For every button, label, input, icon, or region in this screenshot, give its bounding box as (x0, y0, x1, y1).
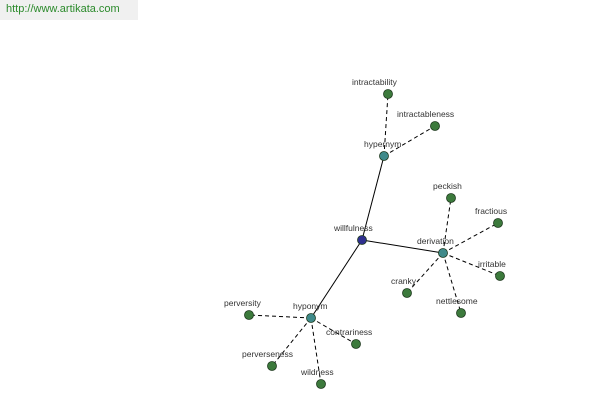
source-url[interactable]: http://www.artikata.com (0, 0, 138, 20)
edge-willfulness-hypernym (361, 155, 385, 241)
edge-willfulness-derivation (361, 239, 444, 254)
graph-edges (248, 93, 501, 385)
label-perverseness[interactable]: perverseness (242, 349, 293, 359)
node-wildness[interactable] (316, 379, 326, 389)
node-irritable[interactable] (495, 271, 505, 281)
node-derivation[interactable] (438, 248, 448, 258)
graph-labels: intractability intractableness hypernym pec… (224, 77, 507, 377)
label-willfulness[interactable]: willfulness (333, 223, 373, 233)
node-intractableness[interactable] (430, 121, 440, 131)
label-nettlesome[interactable]: nettlesome (436, 296, 478, 306)
edge-hypernym-intractableness (383, 125, 436, 157)
node-hypernym[interactable] (379, 151, 389, 161)
label-hyponym[interactable]: hyponym (293, 301, 328, 311)
node-contrariness[interactable] (351, 339, 361, 349)
edge-derivation-cranky (406, 252, 444, 294)
node-cranky[interactable] (402, 288, 412, 298)
label-derivation[interactable]: derivation (417, 236, 454, 246)
edge-derivation-nettlesome (442, 252, 462, 314)
edge-hyponym-perverseness (271, 317, 312, 367)
node-willfulness[interactable] (357, 235, 367, 245)
label-irritable[interactable]: irritable (478, 259, 506, 269)
edge-willfulness-hyponym (310, 239, 363, 319)
edge-derivation-irritable (442, 252, 501, 277)
label-fractious[interactable]: fractious (475, 206, 507, 216)
edge-hyponym-contrariness (310, 317, 357, 345)
node-perverseness[interactable] (267, 361, 277, 371)
label-peckish[interactable]: peckish (433, 181, 462, 191)
node-peckish[interactable] (446, 193, 456, 203)
label-hypernym[interactable]: hypernym (364, 139, 401, 149)
edge-derivation-fractious (442, 222, 499, 254)
label-wildness[interactable]: wildness (300, 367, 334, 377)
label-intractableness[interactable]: intractableness (397, 109, 454, 119)
node-hyponym[interactable] (306, 313, 316, 323)
label-perversity[interactable]: perversity (224, 298, 262, 308)
label-intractability[interactable]: intractability (352, 77, 398, 87)
edge-hyponym-perversity (248, 314, 312, 319)
node-nettlesome[interactable] (456, 308, 466, 318)
node-perversity[interactable] (244, 310, 254, 320)
node-fractious[interactable] (493, 218, 503, 228)
node-intractability[interactable] (383, 89, 393, 99)
label-cranky[interactable]: cranky (391, 276, 417, 286)
edge-hypernym-intractability (383, 93, 389, 157)
graph-nodes (244, 89, 505, 389)
label-contrariness[interactable]: contrariness (326, 327, 372, 337)
edge-derivation-peckish (442, 197, 452, 254)
